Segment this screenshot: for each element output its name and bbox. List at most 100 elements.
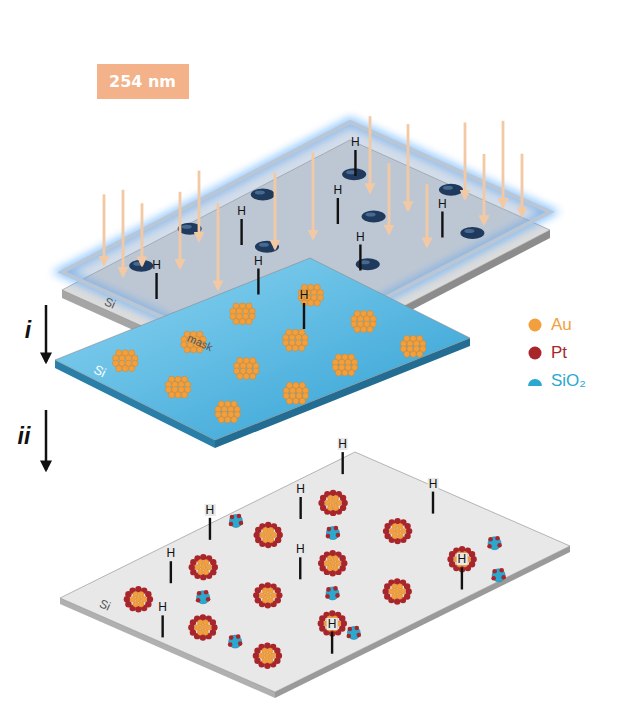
hydrogen-label: H bbox=[428, 478, 439, 490]
platinum-atom bbox=[237, 514, 242, 519]
gold-atom bbox=[354, 326, 360, 332]
silica-dome bbox=[492, 569, 505, 582]
gold-atom bbox=[262, 598, 267, 603]
gold-atom bbox=[308, 300, 314, 306]
gold-atom bbox=[336, 561, 341, 566]
silica-dome bbox=[488, 537, 501, 550]
uv-glow bbox=[101, 194, 108, 264]
gold-atom bbox=[392, 523, 397, 528]
platinum-atom bbox=[238, 641, 243, 646]
gold-atom bbox=[203, 559, 208, 564]
si-h-bond bbox=[299, 497, 301, 519]
gold-atom bbox=[263, 527, 268, 532]
hydrogen-label: H bbox=[356, 231, 365, 243]
gold-atom bbox=[348, 370, 354, 376]
gold-atom bbox=[260, 593, 265, 598]
si-h-bond bbox=[155, 273, 157, 299]
gold-atom bbox=[133, 602, 138, 607]
uv-ray bbox=[179, 192, 182, 268]
step-number: i bbox=[25, 319, 31, 342]
hydrogen-label: H bbox=[237, 205, 246, 217]
uv-glow bbox=[139, 203, 146, 265]
silica-dome bbox=[229, 635, 242, 648]
gold-atom bbox=[333, 566, 338, 571]
silica-dome bbox=[326, 587, 339, 600]
uv-glow bbox=[424, 184, 431, 246]
gold-atom bbox=[328, 495, 333, 500]
legend-swatch bbox=[527, 373, 543, 389]
platinum-atom bbox=[210, 559, 216, 565]
gold-atom bbox=[206, 564, 211, 569]
si-h-bond bbox=[240, 219, 242, 245]
gold-atom bbox=[392, 533, 397, 538]
mask-dot bbox=[460, 227, 484, 239]
platinum-atom bbox=[206, 597, 211, 602]
platinum-atom bbox=[495, 536, 500, 541]
legend-swatch bbox=[527, 345, 543, 361]
swatch-dome bbox=[528, 379, 542, 386]
gold-atom bbox=[395, 528, 400, 533]
si-h-bond bbox=[299, 557, 301, 579]
uv-glow bbox=[367, 116, 374, 192]
gold-atom bbox=[268, 598, 273, 603]
mask-dot bbox=[342, 168, 366, 180]
gold-atom bbox=[392, 594, 397, 599]
platinum-atom bbox=[229, 635, 234, 640]
gold-atom bbox=[190, 347, 196, 353]
core-shell-particle bbox=[318, 550, 347, 576]
hydrogen-label: H bbox=[205, 504, 216, 516]
gold-atom bbox=[259, 653, 264, 658]
silica-particle bbox=[196, 590, 211, 604]
gold-atom bbox=[262, 588, 267, 593]
uv-glow bbox=[196, 171, 203, 241]
step-number: ii bbox=[18, 425, 31, 448]
gold-atom bbox=[246, 318, 252, 324]
wavelength-box: 254 nm bbox=[97, 64, 189, 99]
gold-cluster bbox=[401, 335, 426, 357]
mask-dot-highlight bbox=[464, 229, 474, 233]
gold-atom bbox=[270, 653, 275, 658]
platinum-atom bbox=[497, 543, 502, 548]
uv-ray bbox=[407, 124, 410, 210]
si-h-bond bbox=[337, 198, 339, 224]
mask-dot bbox=[362, 211, 386, 223]
uv-glow bbox=[462, 123, 469, 199]
core-shell-particle bbox=[383, 578, 412, 604]
oxidised-wafer-surface bbox=[55, 258, 470, 440]
silica-particle bbox=[228, 634, 243, 648]
hydrogen-label: H bbox=[438, 198, 447, 210]
gold-cluster bbox=[283, 329, 308, 351]
gold-atom bbox=[139, 592, 144, 597]
gold-atom bbox=[262, 658, 267, 663]
gold-atom bbox=[195, 625, 200, 630]
uv-glow bbox=[310, 152, 317, 238]
platinum-atom bbox=[348, 627, 353, 632]
uv-ray bbox=[141, 203, 144, 265]
gold-atom bbox=[181, 392, 187, 398]
legend-row: Pt bbox=[527, 339, 586, 367]
gold-atom bbox=[271, 593, 276, 598]
uv-glow bbox=[519, 154, 526, 216]
gold-atom bbox=[250, 373, 256, 379]
gold-cluster bbox=[351, 311, 376, 333]
gold-atom bbox=[198, 569, 203, 574]
core-shell-particle bbox=[124, 586, 153, 612]
hydrogen-label: H bbox=[295, 543, 306, 555]
mask-dot bbox=[342, 168, 366, 180]
mask-dot-highlight bbox=[255, 191, 265, 195]
hydrogen-label: H bbox=[351, 136, 360, 148]
uv-ray bbox=[122, 190, 125, 276]
platinum-atom bbox=[326, 587, 331, 592]
swatch-dot bbox=[529, 347, 542, 360]
hydrogen-label: H bbox=[333, 184, 342, 196]
legend-text: SiO₂ bbox=[551, 371, 586, 391]
mask-dot bbox=[362, 211, 386, 223]
gold-atom bbox=[139, 602, 144, 607]
core-shell-particle bbox=[318, 490, 347, 516]
gold-atom bbox=[237, 373, 243, 379]
mask-dot bbox=[251, 189, 275, 201]
hydrogen-label: H bbox=[327, 618, 338, 630]
uv-glow bbox=[481, 154, 488, 224]
platinum-atom bbox=[230, 515, 235, 520]
